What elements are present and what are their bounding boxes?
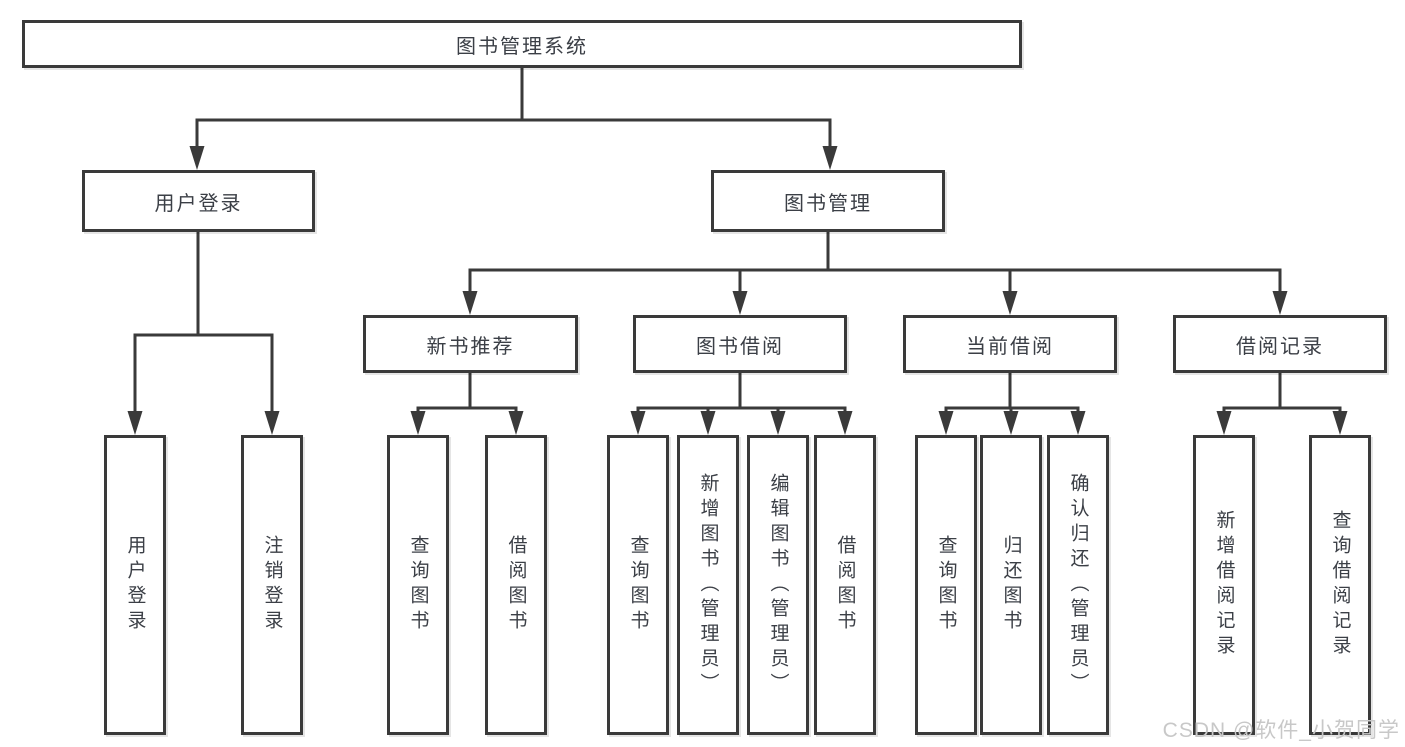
leaf-label: 注销登录 — [261, 535, 283, 635]
node-library-management-system: 图书管理系统 — [22, 20, 1022, 68]
leaf-user-login: 用户登录 — [104, 435, 166, 735]
node-label: 用户登录 — [154, 192, 243, 215]
leaf-label: 新增图书（管理员） — [697, 472, 719, 698]
leaf-borrow-books-recommend: 借阅图书 — [485, 435, 547, 735]
connector-book-management-branch — [462, 232, 1288, 315]
node-label: 借阅记录 — [1236, 335, 1324, 358]
connector-book-borrow-branch — [630, 373, 853, 435]
leaf-borrow-books: 借阅图书 — [814, 435, 876, 735]
node-book-management: 图书管理 — [711, 170, 945, 232]
node-label: 图书管理系统 — [456, 35, 588, 58]
node-user-login: 用户登录 — [82, 170, 315, 232]
leaf-confirm-return-admin: 确认归还（管理员） — [1047, 435, 1109, 735]
node-label: 图书管理 — [784, 192, 872, 215]
leaf-label: 查询借阅记录 — [1329, 510, 1351, 660]
node-label: 图书借阅 — [696, 335, 784, 358]
leaf-label: 查询图书 — [627, 535, 649, 635]
leaf-return-books: 归还图书 — [980, 435, 1042, 735]
connector-user-login-branch — [127, 232, 280, 435]
leaf-label: 归还图书 — [1000, 535, 1022, 635]
connector-root-to-level2 — [189, 68, 838, 170]
leaf-edit-books-admin: 编辑图书（管理员） — [747, 435, 809, 735]
leaf-query-books-current: 查询图书 — [915, 435, 977, 735]
node-label: 新书推荐 — [426, 335, 515, 358]
leaf-add-borrow-record: 新增借阅记录 — [1193, 435, 1255, 735]
leaf-query-books-recommend: 查询图书 — [387, 435, 449, 735]
node-borrow-records: 借阅记录 — [1173, 315, 1387, 373]
csdn-watermark: CSDN @软件_小贺同学 — [1162, 719, 1400, 742]
connector-new-book-branch — [410, 373, 524, 435]
node-label: 当前借阅 — [966, 335, 1054, 358]
leaf-label: 新增借阅记录 — [1213, 510, 1235, 660]
leaf-query-books-borrow: 查询图书 — [607, 435, 669, 735]
connector-borrow-records-branch — [1216, 373, 1348, 435]
leaf-label: 确认归还（管理员） — [1067, 472, 1089, 698]
node-current-borrow: 当前借阅 — [903, 315, 1117, 373]
node-new-book-recommend: 新书推荐 — [363, 315, 578, 373]
leaf-label: 查询图书 — [935, 535, 957, 635]
leaf-label: 查询图书 — [407, 535, 429, 635]
leaf-query-borrow-record: 查询借阅记录 — [1309, 435, 1371, 735]
leaf-label: 借阅图书 — [505, 535, 527, 635]
connector-current-borrow-branch — [938, 373, 1086, 435]
leaf-logout: 注销登录 — [241, 435, 303, 735]
leaf-label: 用户登录 — [124, 535, 146, 635]
leaf-label: 借阅图书 — [834, 535, 856, 635]
leaf-add-books-admin: 新增图书（管理员） — [677, 435, 739, 735]
leaf-label: 编辑图书（管理员） — [767, 472, 789, 698]
node-book-borrow: 图书借阅 — [633, 315, 847, 373]
